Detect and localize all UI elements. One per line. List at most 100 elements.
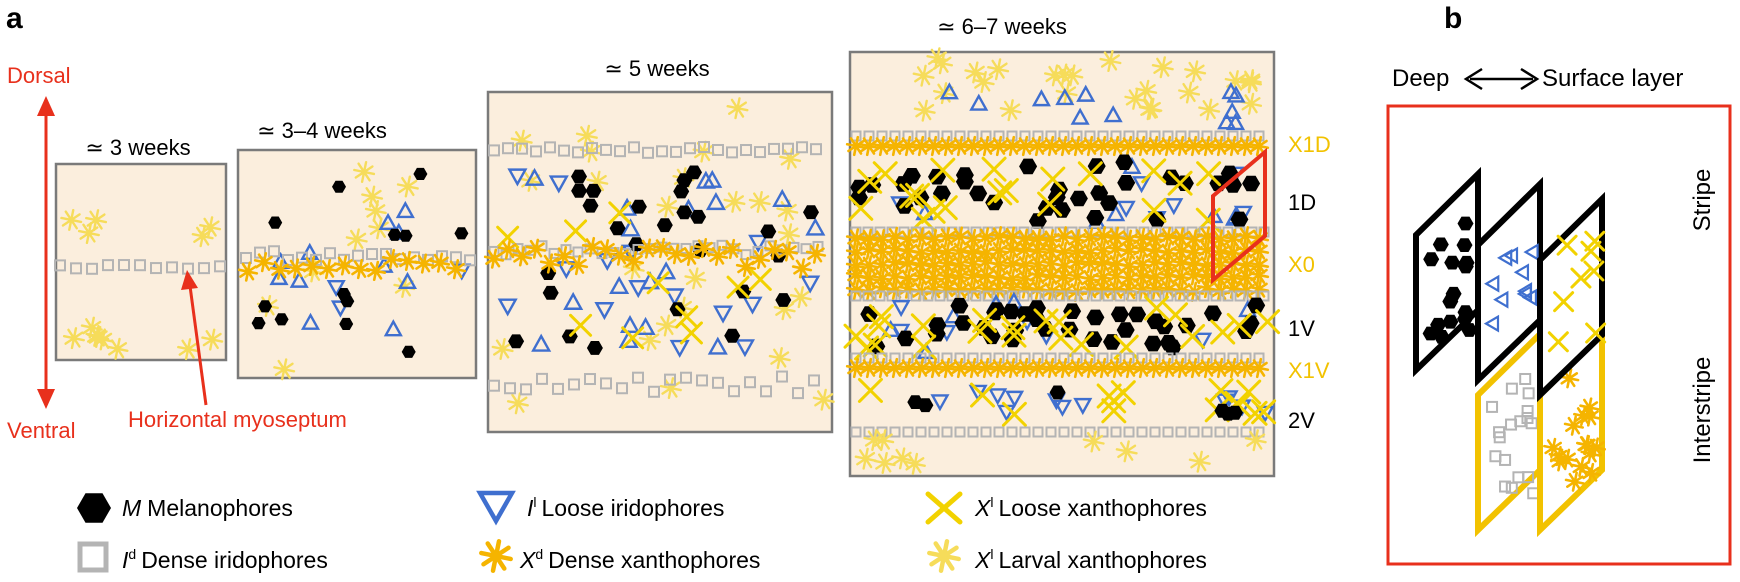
melanophore-hexagon (542, 285, 559, 300)
loose-iridophore-triangle (1103, 105, 1123, 123)
dense-xanthophore-star (884, 357, 906, 379)
larval-xanthophore-star (62, 327, 85, 350)
dense-iridophore-square (670, 145, 682, 158)
loose-iridophore-triangle (617, 197, 638, 216)
dense-xanthophore-star (1014, 357, 1036, 379)
dense-xanthophore-star (936, 253, 958, 275)
dense-iridophore-square (656, 145, 668, 158)
melanophore-hexagon (917, 398, 934, 413)
dense-iridophore-square (664, 373, 676, 386)
loose-iridophore-triangle (289, 270, 309, 288)
dense-xanthophore-star (1564, 471, 1585, 492)
dense-xanthophore-star (1183, 135, 1205, 157)
dense-iridophore-square (134, 259, 146, 272)
larval-xanthophore-star (77, 222, 100, 245)
dense-xanthophore-star (1235, 357, 1257, 379)
dense-xanthophore-star (749, 248, 771, 270)
loose-xanthophore-cross (748, 267, 772, 291)
interstripe-label: Interstripe (1689, 357, 1716, 464)
larval-xanthophore-star (1099, 50, 1122, 73)
dense-xanthophore-star (1027, 265, 1049, 286)
myoseptum-arrow (181, 270, 208, 406)
loose-xanthophore-cross (981, 156, 1007, 182)
dense-xanthophore-star (651, 237, 673, 259)
melanophore-hexagon (582, 198, 599, 213)
larval-xanthophore-star (396, 175, 419, 198)
dense-xanthophore-star (623, 250, 645, 272)
melanophore-hexagon (1128, 306, 1147, 323)
dense-iridophore-square (1512, 471, 1525, 484)
loose-iridophore-triangle (1031, 89, 1051, 107)
loose-iridophore-triangle (748, 234, 769, 253)
dense-iridophore-square (922, 226, 934, 238)
larval-xanthophore-star (891, 447, 914, 470)
loose-xanthophore-cross (1556, 234, 1578, 256)
dense-iridophore-square (740, 249, 752, 261)
dense-iridophore-square (648, 385, 660, 398)
dense-xanthophore-star (949, 266, 971, 287)
dense-xanthophore-star (871, 278, 893, 299)
larval-xanthophore-star (106, 337, 129, 360)
dense-xanthophore-star (1571, 456, 1592, 477)
melanophore-hexagon (1445, 286, 1462, 301)
dense-xanthophore-star (936, 135, 958, 157)
larval-xanthophore-star (60, 208, 83, 231)
loose-iridophore-triangle (1106, 204, 1126, 222)
dense-xanthophore-star (884, 135, 906, 157)
loose-xanthophore-cross (1162, 302, 1188, 328)
larval-xanthophore-star (723, 190, 746, 213)
loose-iridophore-triangle (939, 82, 959, 100)
stripe-label: Stripe (1689, 169, 1716, 232)
dense-xanthophore-star (845, 228, 867, 249)
melanophore-hexagon (1115, 154, 1134, 170)
dense-iridophore-square (1222, 226, 1234, 238)
dense-xanthophore-star (1209, 135, 1231, 157)
dense-xanthophore-star (1001, 239, 1023, 260)
melanophore-hexagon (1214, 403, 1231, 418)
dense-xanthophore-star (858, 357, 880, 379)
dense-iridophore-square (1527, 487, 1540, 500)
dense-xanthophore-star (777, 241, 799, 262)
dense-xanthophore-star (1157, 226, 1179, 247)
loose-xanthophore-cross (569, 313, 593, 337)
stripe-sheet-xanthophores (1537, 191, 1605, 403)
melanophore-hexagon (1050, 181, 1068, 198)
dense-iridophore-square (680, 371, 692, 384)
dense-xanthophore-star (349, 258, 371, 280)
larval-xanthophore-star (1140, 97, 1163, 120)
dense-iridophore-square (1162, 290, 1174, 302)
dense-xanthophore-star (1248, 135, 1270, 157)
dense-xanthophore-star (845, 357, 867, 379)
loose-iridophore-triangle (1484, 274, 1500, 293)
melanophore-hexagon (954, 315, 973, 331)
stage-box-3-weeks (54, 162, 228, 362)
loose-iridophore-triangle (1217, 112, 1237, 130)
dense-iridophore-square (1186, 290, 1198, 302)
larval-xanthophore-star (1124, 87, 1147, 110)
dense-iridophore-square (696, 374, 708, 387)
dense-xanthophore-star (1001, 253, 1023, 275)
dense-xanthophore-star (988, 267, 1010, 288)
melanophore-hexagon (274, 313, 289, 326)
dense-iridophore-square (1071, 426, 1083, 438)
loose-xanthophore-cross (993, 178, 1019, 204)
dense-xanthophore-star (910, 357, 932, 379)
dense-xanthophore-star (884, 252, 906, 273)
dense-iridophore-square (982, 290, 994, 302)
dense-iridophore-square (1162, 426, 1174, 438)
dense-iridophore-square (632, 371, 644, 384)
dense-iridophore-square (102, 259, 114, 272)
dense-iridophore-square (572, 246, 584, 258)
dense-xanthophore-star (1144, 357, 1166, 379)
loose-xanthophore-cross (564, 219, 588, 243)
zone-label-1d: 1D (1288, 190, 1316, 215)
dense-xanthophore-star (413, 253, 435, 274)
loose-xanthophore-cross (621, 326, 645, 350)
loose-iridophore-triangle (1516, 284, 1532, 303)
dense-xanthophore-star (253, 252, 275, 273)
melanophore-hexagon (656, 218, 673, 233)
loose-iridophore-triangle (969, 93, 989, 111)
melanophore-hexagon (630, 199, 647, 214)
loose-iridophore-triangle (705, 191, 726, 211)
dense-iridophore-square (150, 262, 162, 275)
